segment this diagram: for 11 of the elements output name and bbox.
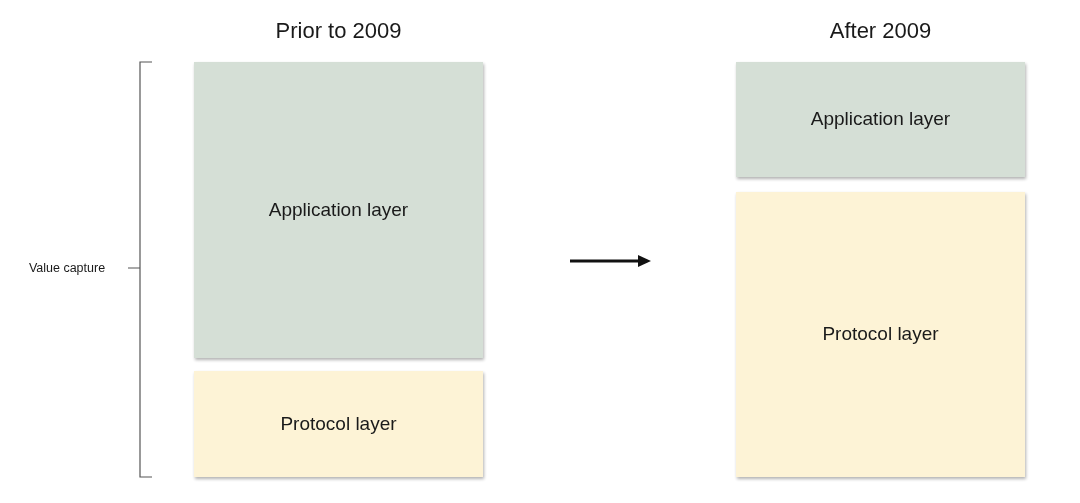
layer-label: Application layer bbox=[810, 107, 951, 132]
layer-box bbox=[194, 62, 483, 358]
layer-label: Protocol layer bbox=[822, 322, 939, 347]
column-heading: After 2009 bbox=[828, 17, 933, 45]
column-heading: Prior to 2009 bbox=[274, 17, 403, 45]
layer-box bbox=[194, 371, 483, 477]
bracket-label: Value capture bbox=[27, 260, 107, 277]
layer-box bbox=[736, 192, 1025, 477]
layer-box bbox=[736, 62, 1025, 177]
layer-label: Application layer bbox=[268, 197, 409, 222]
layer-label: Protocol layer bbox=[280, 411, 397, 436]
